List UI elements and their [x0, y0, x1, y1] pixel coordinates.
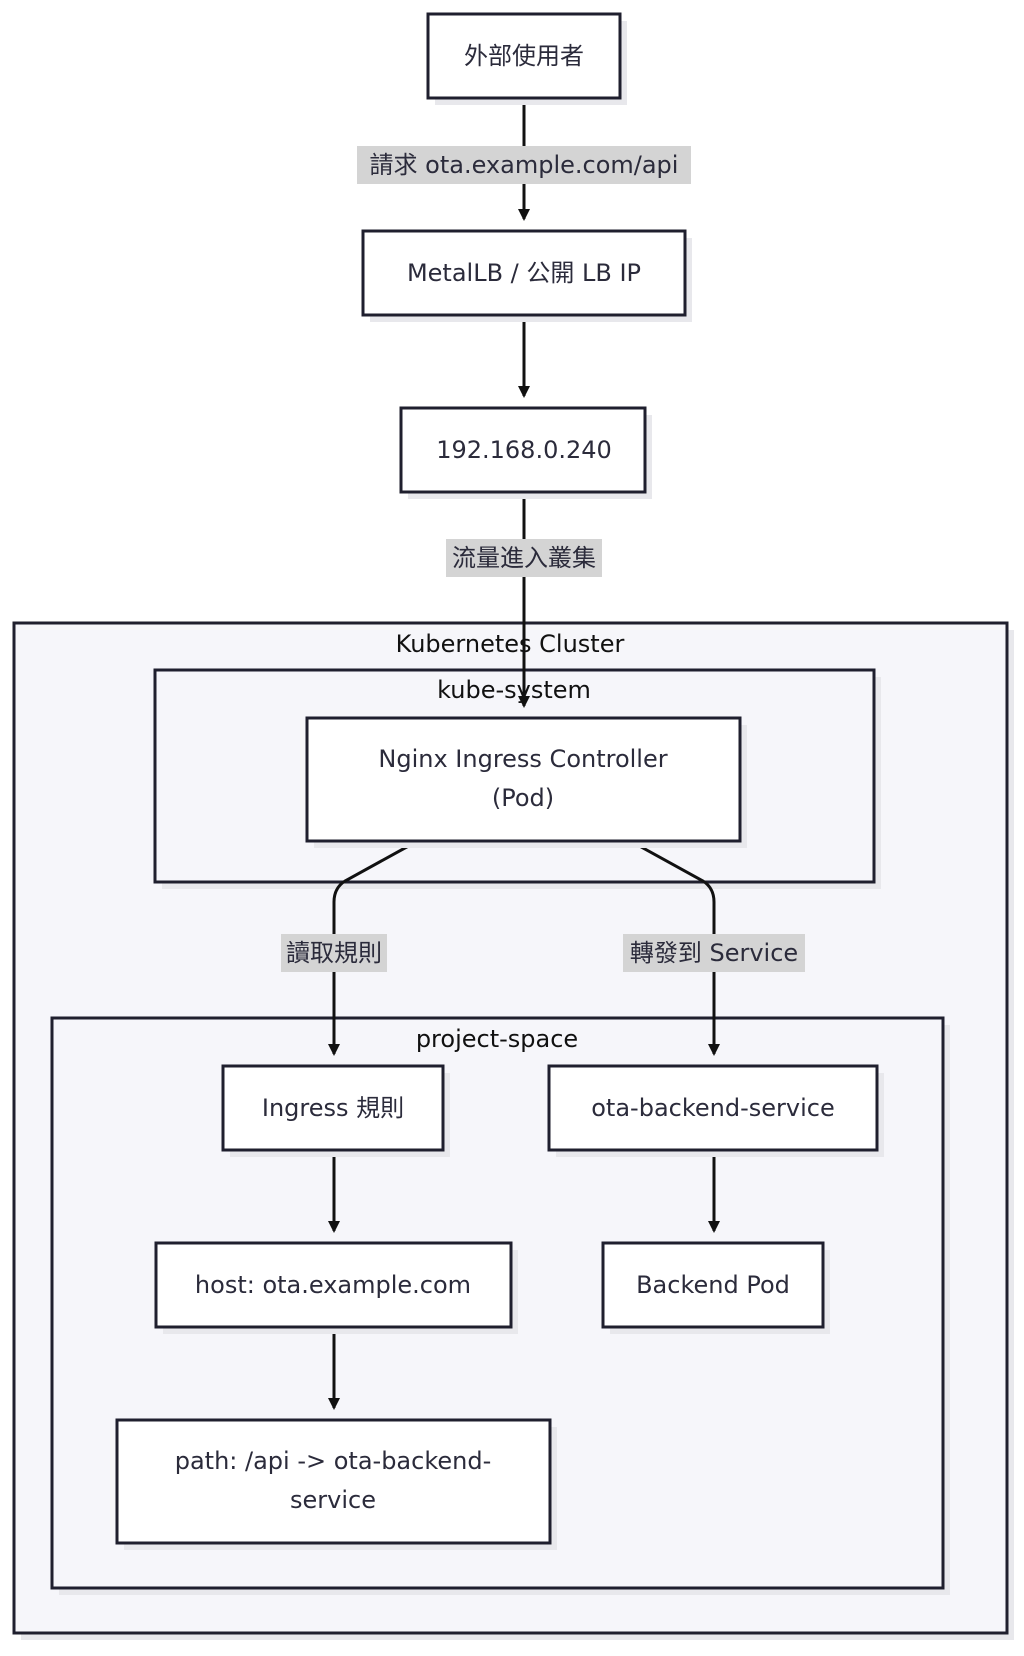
edge-label-request: 請求 ota.example.com/api	[357, 146, 691, 184]
edge-label-forward: 轉發到 Service	[623, 934, 805, 972]
svg-text:流量進入叢集: 流量進入叢集	[452, 544, 596, 572]
svg-text:外部使用者: 外部使用者	[464, 42, 584, 70]
node-ingress-rule: Ingress 規則	[221, 1064, 450, 1157]
svg-text:MetalLB / 公開 LB IP: MetalLB / 公開 LB IP	[407, 259, 641, 287]
edge-label-traffic: 流量進入叢集	[446, 539, 602, 577]
svg-text:Backend Pod: Backend Pod	[636, 1271, 790, 1299]
node-backend-pod: Backend Pod	[601, 1241, 830, 1334]
node-ota-backend-service: ota-backend-service	[547, 1064, 884, 1157]
edges	[328, 100, 720, 1410]
kube-system-label: kube-system	[437, 676, 591, 704]
svg-text:192.168.0.240: 192.168.0.240	[436, 436, 612, 464]
edge-label-read-rules: 讀取規則	[281, 934, 387, 972]
svg-text:Nginx Ingress Controller: Nginx Ingress Controller	[378, 745, 667, 773]
svg-text:path: /api -> ota-backend-: path: /api -> ota-backend-	[175, 1447, 492, 1475]
project-space-label: project-space	[416, 1025, 578, 1053]
svg-text:讀取規則: 讀取規則	[286, 939, 382, 967]
edge-nginx-to-ingress-rule	[328, 841, 415, 1056]
svg-text:請求 ota.example.com/api: 請求 ota.example.com/api	[370, 151, 679, 179]
svg-text:轉發到 Service: 轉發到 Service	[630, 939, 798, 967]
node-lb-ip: 192.168.0.240	[399, 406, 652, 499]
node-path-rule: path: /api -> ota-backend- service	[115, 1418, 557, 1550]
node-nginx-ingress-controller: Nginx Ingress Controller (Pod)	[305, 716, 747, 848]
svg-text:service: service	[290, 1486, 376, 1514]
kubernetes-cluster-label: Kubernetes Cluster	[396, 630, 625, 658]
svg-text:Ingress 規則: Ingress 規則	[262, 1094, 404, 1122]
node-host: host: ota.example.com	[154, 1241, 518, 1334]
svg-text:ota-backend-service: ota-backend-service	[591, 1094, 834, 1122]
node-metallb: MetalLB / 公開 LB IP	[361, 229, 692, 322]
svg-text:host: ota.example.com: host: ota.example.com	[195, 1271, 471, 1299]
node-external-user: 外部使用者	[426, 12, 627, 105]
edge-nginx-to-service	[633, 841, 720, 1056]
svg-text:(Pod): (Pod)	[492, 784, 554, 812]
